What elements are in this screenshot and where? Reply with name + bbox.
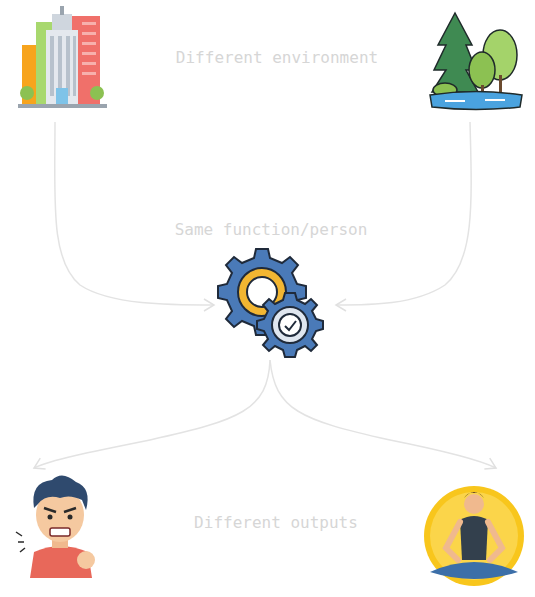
city-icon-part-part (58, 36, 62, 96)
angry-person-icon-part (77, 551, 95, 569)
city-icon-part-part (82, 62, 96, 65)
flow-arrows (34, 122, 496, 468)
forest-icon-part (499, 75, 502, 93)
city-icon (18, 6, 107, 108)
meditation-icon-part (464, 494, 484, 514)
city-icon-part (50, 36, 76, 96)
gears-icon (218, 249, 323, 357)
city-icon-part (46, 30, 78, 105)
flow-arrows-part (336, 122, 471, 305)
city-icon-part (60, 6, 64, 15)
city-icon-part (20, 86, 34, 100)
city-icon-part-part (82, 32, 96, 35)
forest-icon-part (469, 52, 495, 88)
gears-icon-part-part (257, 293, 323, 357)
forest-icon-part (430, 92, 522, 110)
meditation-icon (424, 486, 524, 586)
gears-icon-part (257, 293, 323, 357)
city-icon-part-part (73, 36, 76, 96)
gears-icon-part-part (279, 314, 301, 336)
flow-arrows-part (55, 122, 214, 305)
city-icon-part-part (82, 22, 96, 25)
city-icon-part (18, 104, 107, 108)
city-icon-part-part (82, 42, 96, 45)
city-icon-part (82, 22, 96, 75)
angry-person-icon-part (33, 475, 87, 510)
city-icon-part-part (82, 72, 96, 75)
forest-icon-part (445, 100, 505, 101)
caption-text: Different outputs (194, 513, 358, 532)
angry-person-icon-part (16, 532, 25, 552)
meditation-icon-part (424, 486, 524, 586)
meditation-icon-part (464, 492, 484, 498)
city-icon-part (90, 86, 104, 100)
caption-text: Same function/person (175, 220, 368, 239)
angry-person-icon-part (68, 515, 73, 520)
city-icon-part-part (66, 36, 70, 96)
meditation-icon-part (460, 516, 488, 560)
forest-icon (430, 13, 522, 110)
city-icon-part-part (50, 36, 54, 96)
city-icon-part (52, 14, 72, 30)
city-icon-part-part (82, 52, 96, 55)
gears-icon-part-part (285, 321, 296, 330)
meditation-icon-part (430, 562, 518, 579)
city-icon-part (56, 88, 68, 105)
meditation-icon-part (446, 522, 502, 560)
gears-icon-part-part (272, 307, 308, 343)
caption-text: Different environment (176, 48, 378, 67)
angry-person-icon-part (50, 528, 70, 536)
angry-person-icon (16, 475, 95, 578)
flow-arrows-part (270, 360, 496, 468)
meditation-icon-part (430, 492, 518, 580)
flow-arrows-part (34, 360, 270, 468)
angry-person-icon-part (48, 515, 53, 520)
angry-person-icon-part (44, 508, 76, 512)
